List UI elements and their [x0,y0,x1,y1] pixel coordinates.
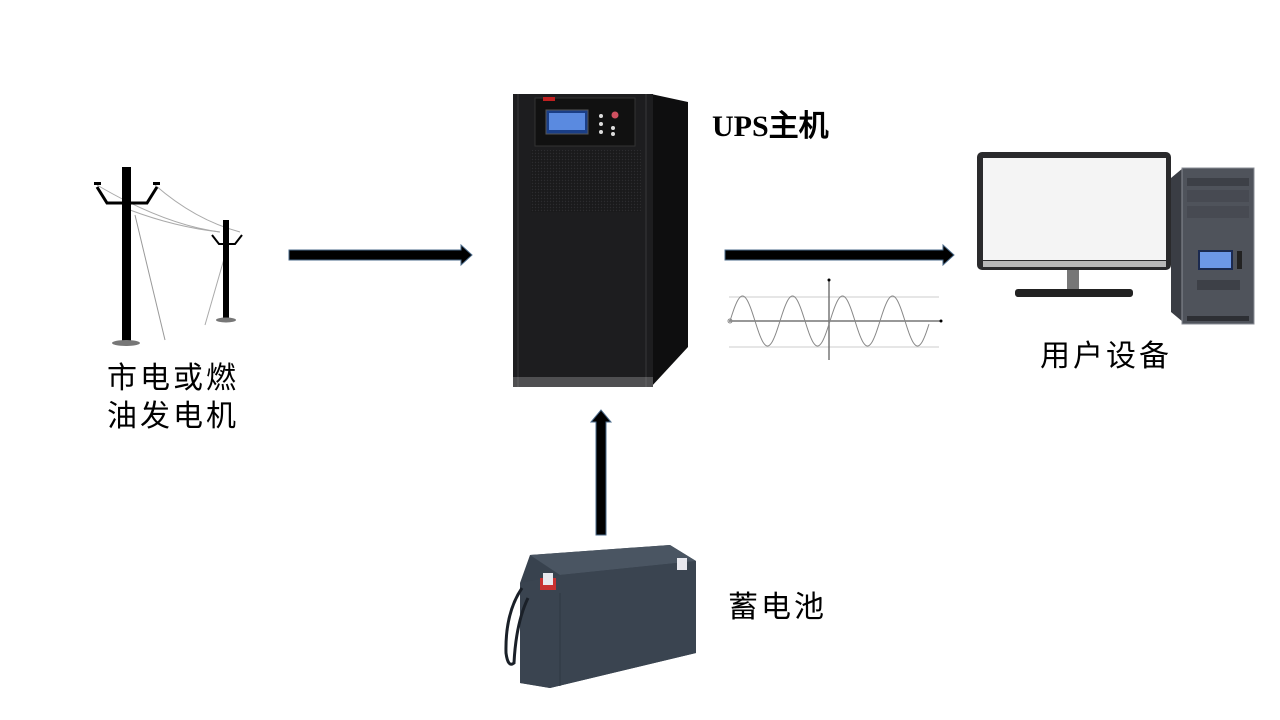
ups-cabinet-icon [513,94,688,387]
arrow-ups-to-load [724,243,955,267]
source-label-line1: 市电或燃 [107,361,239,396]
sine-wave-icon [727,278,943,360]
desktop-computer-icon [977,152,1255,325]
arrow-source-to-ups [288,243,473,267]
ups-label: UPS主机 [712,110,829,143]
source-label: 市电或燃 油发电机 [107,360,239,436]
battery-label: 蓄电池 [728,590,827,625]
source-label-line2: 油发电机 [107,399,239,434]
arrow-battery-to-ups [589,409,613,536]
power-pole-icon [94,167,243,346]
load-label: 用户设备 [1040,339,1172,374]
battery-icon [504,545,696,688]
